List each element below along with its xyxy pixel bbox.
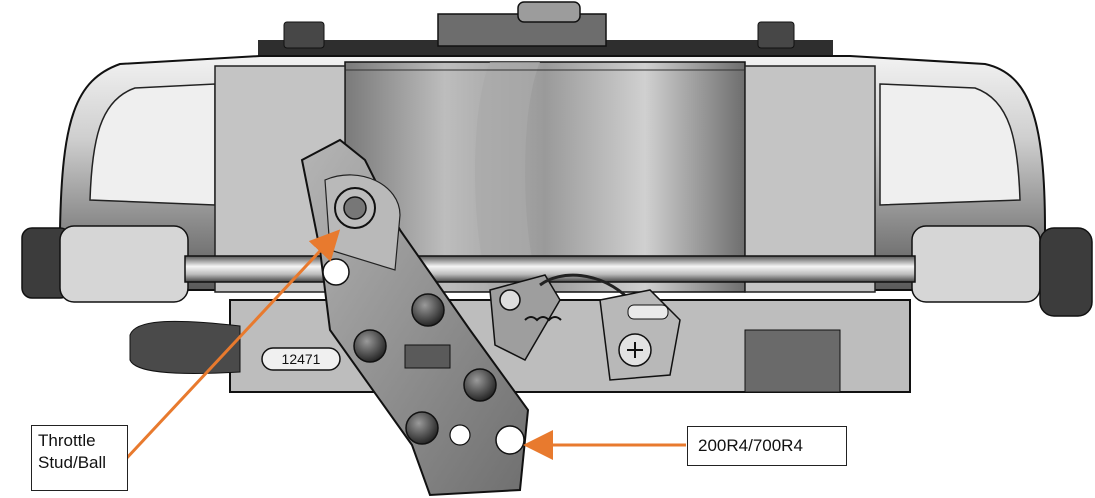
carburetor-body <box>59 55 1046 293</box>
linkage-assembly <box>489 273 681 381</box>
end-caps <box>21 225 1093 317</box>
callout-line: Throttle <box>38 431 96 450</box>
throttle-stud-callout: Throttle Stud/Ball <box>31 425 128 491</box>
transmission-callout: 200R4/700R4 <box>687 426 847 466</box>
lever-bolts <box>353 293 497 445</box>
top-flange <box>258 1 833 62</box>
throttle-arrow <box>123 229 341 462</box>
callout-arrows <box>123 229 686 462</box>
transmission-mount-hole <box>495 425 525 455</box>
part-stamp: 12471 <box>282 351 321 367</box>
callout-line: Stud/Ball <box>38 453 107 472</box>
callout-line: 200R4/700R4 <box>698 436 803 455</box>
